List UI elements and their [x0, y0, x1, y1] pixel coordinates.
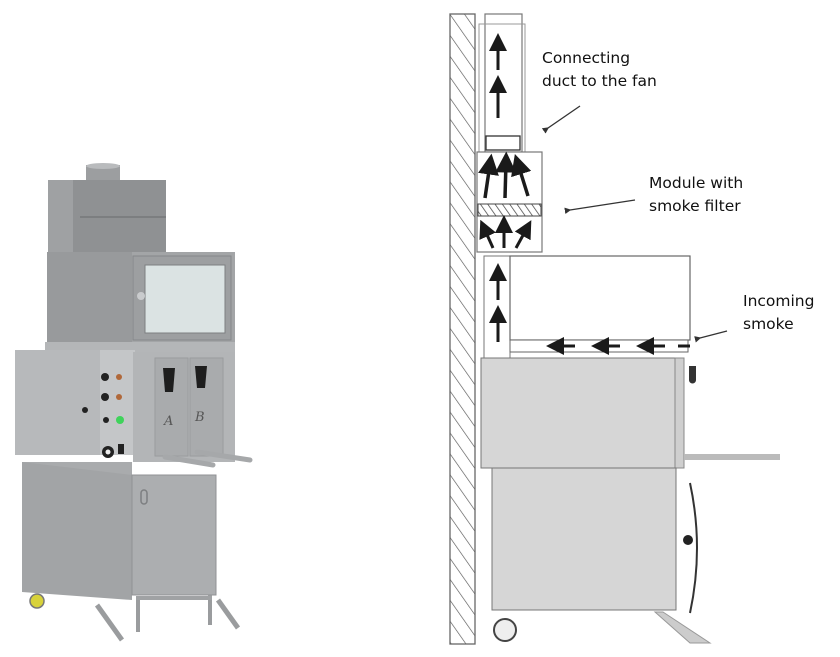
lower-schematic-cabinet — [491, 467, 677, 611]
side-handle — [689, 366, 696, 384]
caster-wheel — [29, 593, 45, 609]
side-channel — [483, 255, 511, 359]
connecting-duct — [484, 13, 523, 153]
smoke-filter — [477, 203, 542, 217]
power-led — [116, 416, 124, 424]
mid-cabinet — [480, 357, 685, 469]
label-filter-module: Module with smoke filter — [649, 174, 744, 215]
rod-b — [194, 449, 253, 463]
rod-a — [162, 454, 216, 468]
door-arc — [689, 482, 698, 614]
wall-hatched — [449, 13, 476, 645]
label-connecting-duct: Connecting duct to the fan — [542, 49, 657, 90]
lower-door — [131, 474, 217, 596]
filter-pointer — [564, 199, 636, 215]
door-letter-a: A — [163, 414, 173, 429]
door-knob — [137, 292, 145, 300]
chimney-top — [86, 163, 120, 169]
incoming-pointer — [694, 330, 728, 343]
duct-pointer — [541, 105, 581, 134]
schematic-wheel — [493, 618, 517, 642]
handle-b — [195, 366, 207, 388]
label-incoming-smoke: Incoming smoke — [743, 292, 815, 333]
oven-window — [144, 264, 226, 334]
smoke-chamber — [509, 255, 691, 341]
handle-a — [163, 368, 175, 392]
door-letter-b: B — [194, 410, 205, 425]
